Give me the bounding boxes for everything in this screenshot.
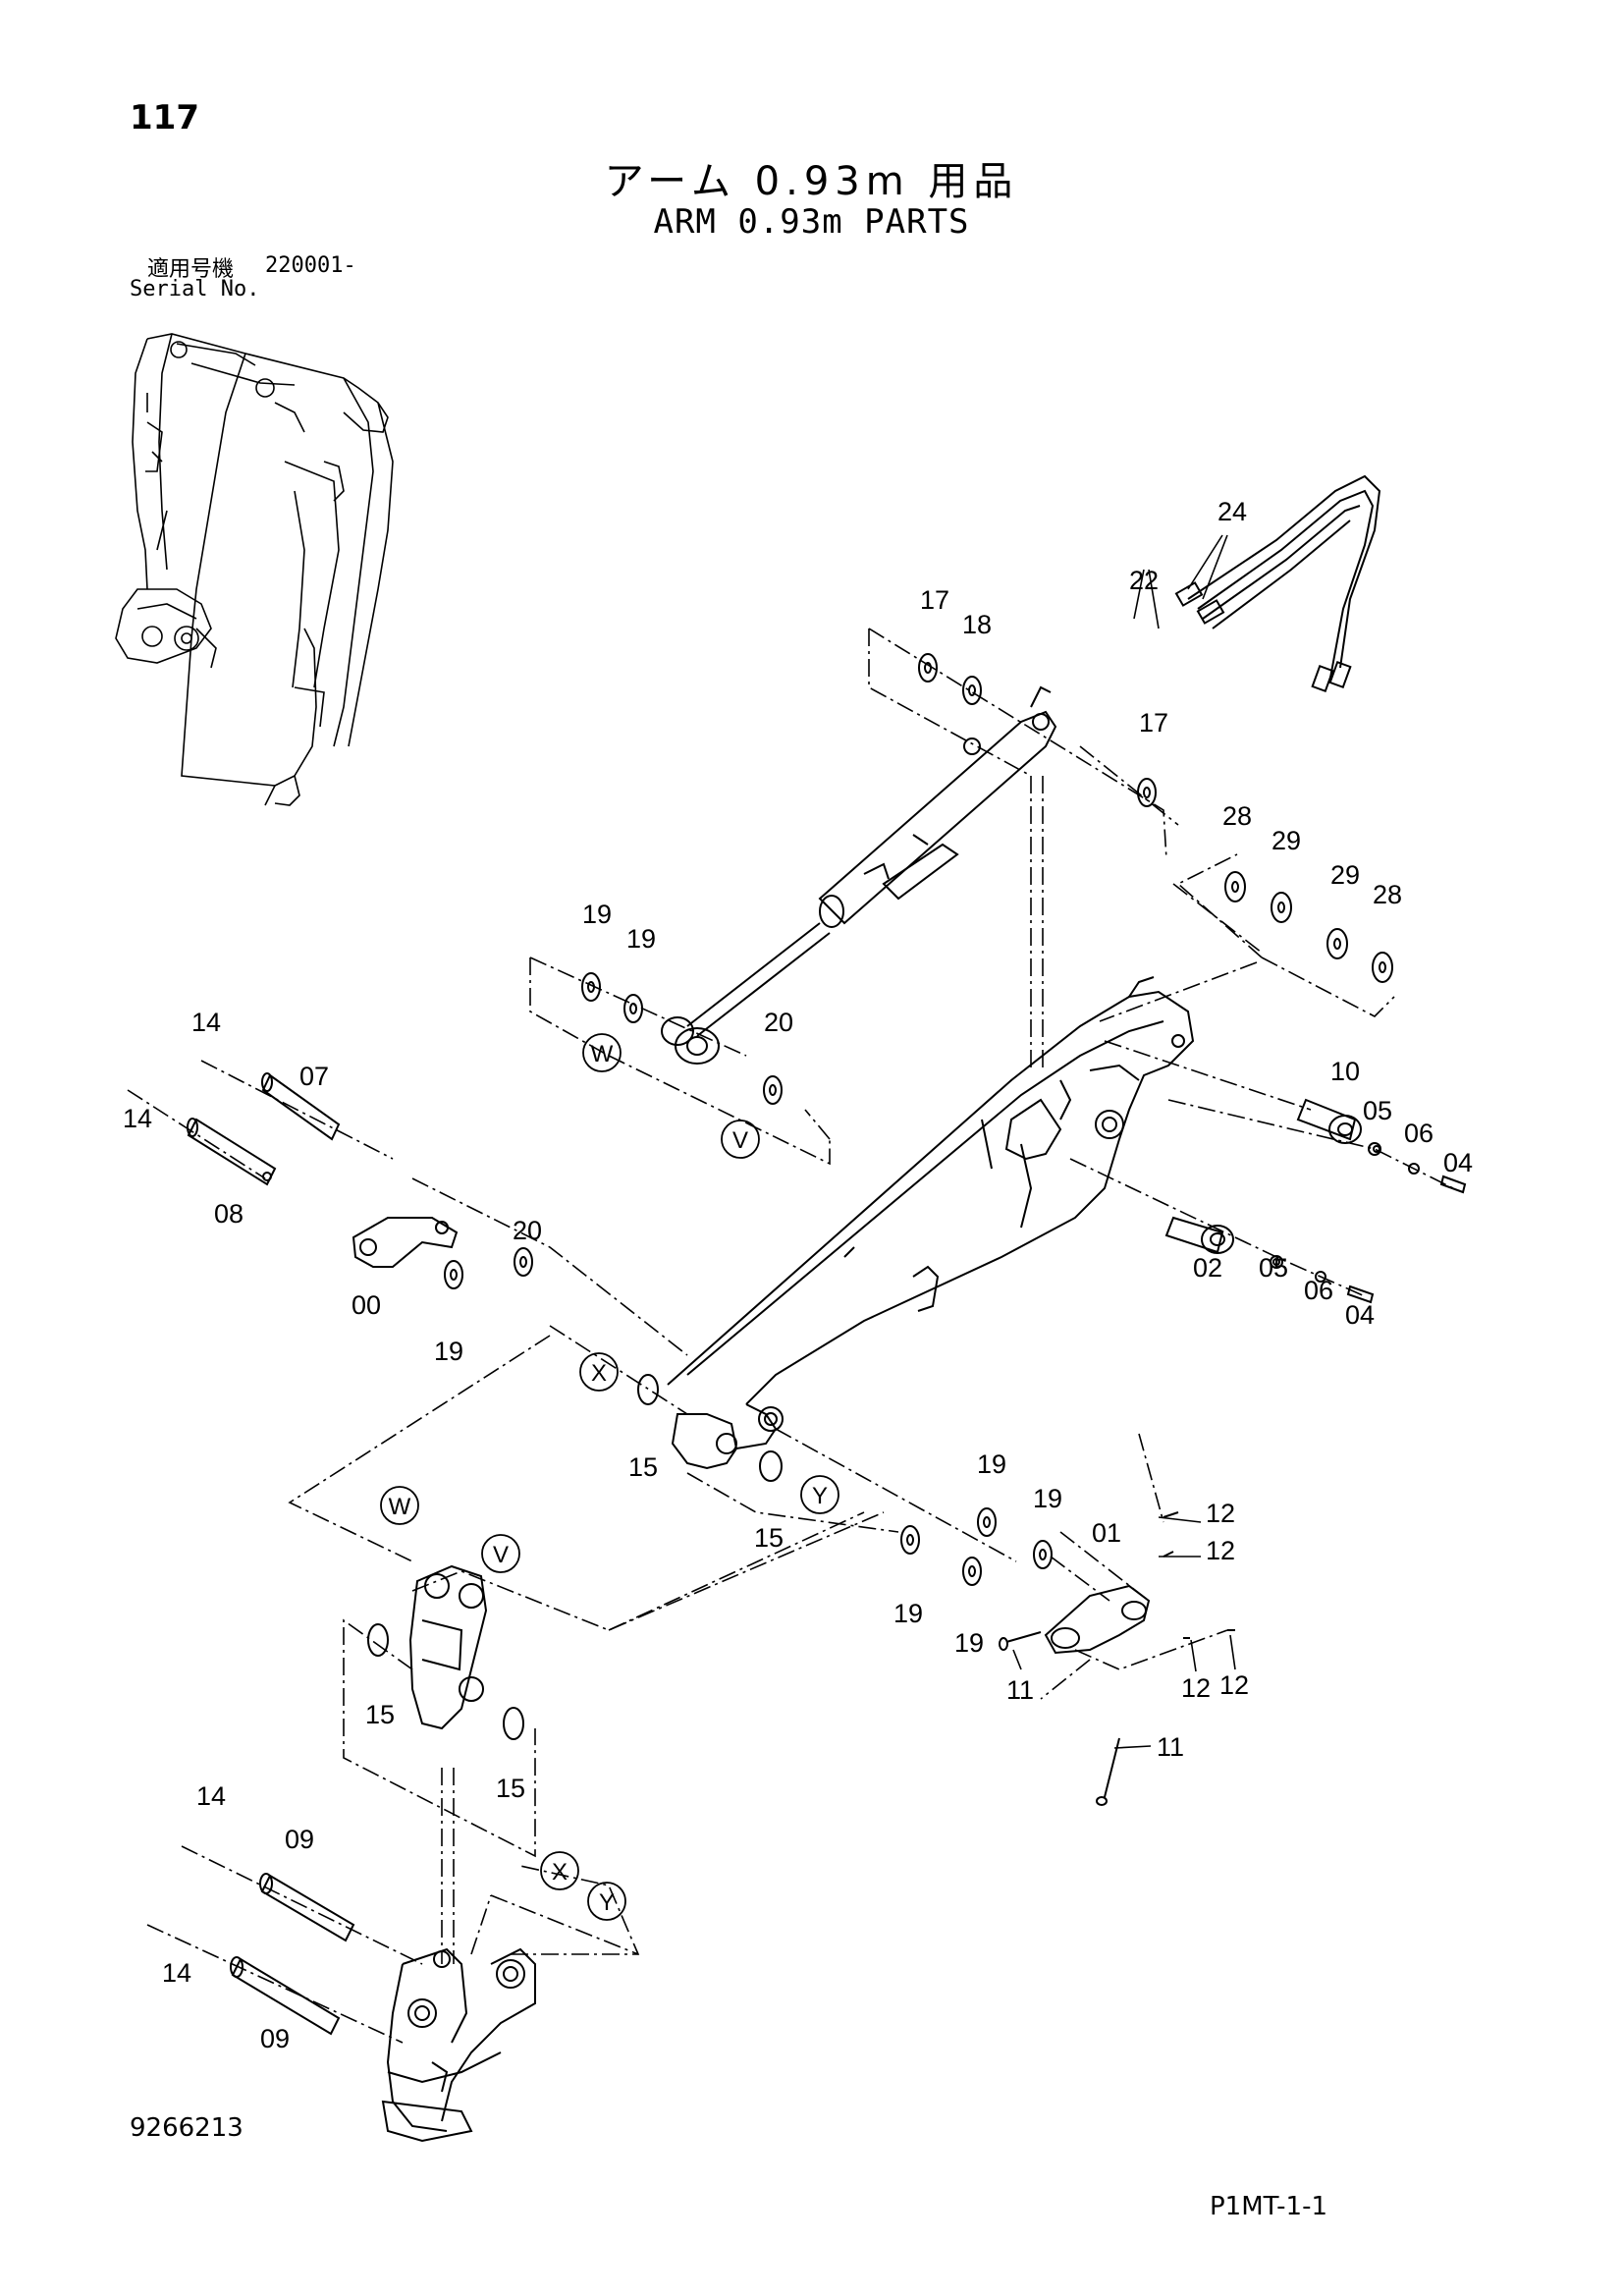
part-label-19: 19 — [626, 924, 656, 954]
part-label-19: 19 — [954, 1628, 984, 1658]
diagram-number: 9266213 — [130, 2113, 243, 2143]
pins-07-08 — [187, 1072, 459, 1268]
ref-letter-x: X — [591, 1360, 607, 1387]
part-label-19: 19 — [434, 1337, 463, 1366]
ref-circle-y — [587, 1882, 626, 1921]
reference-markers — [380, 1033, 839, 1921]
ref-letter-y: Y — [599, 1889, 615, 1916]
part-label-22: 22 — [1129, 566, 1159, 595]
ref-letter-x: X — [552, 1859, 568, 1886]
part-label-29: 29 — [1271, 826, 1301, 855]
part-label-18: 18 — [962, 610, 992, 639]
part-label-15: 15 — [754, 1523, 784, 1553]
part-label-09: 09 — [285, 1825, 314, 1854]
part-labels: 24 22 17 18 17 28 29 29 28 19 19 20 14 0… — [123, 497, 1473, 2053]
part-label-12: 12 — [1219, 1670, 1249, 1700]
part-label-12: 12 — [1206, 1499, 1235, 1528]
part-label-06: 06 — [1404, 1119, 1434, 1148]
bucket-link-bracket — [408, 1564, 488, 1730]
part-label-20: 20 — [513, 1216, 542, 1245]
part-label-15: 15 — [496, 1774, 525, 1803]
ref-letter-v: V — [493, 1542, 509, 1568]
part-label-28: 28 — [1373, 880, 1402, 909]
part-label-17: 17 — [920, 585, 949, 615]
part-label-04: 04 — [1345, 1300, 1375, 1330]
ref-circle-w — [582, 1033, 622, 1072]
part-label-15: 15 — [628, 1452, 658, 1482]
part-label-19: 19 — [1033, 1484, 1062, 1513]
title-english: ARM 0.93m PARTS — [653, 202, 970, 242]
part-label-19: 19 — [582, 900, 612, 929]
part-label-19: 19 — [977, 1449, 1006, 1479]
reference-letters: W V X Y W V X Y — [389, 1041, 828, 1916]
hydraulic-hoses — [1174, 474, 1381, 693]
part-label-14: 14 — [191, 1008, 221, 1037]
leader-lines — [1012, 534, 1236, 1749]
serial-label-japanese: 適用号機 — [147, 257, 235, 282]
part-label-05: 05 — [1259, 1253, 1288, 1283]
ref-circle-x — [579, 1352, 619, 1392]
ref-circle-v — [721, 1120, 760, 1159]
part-label-17: 17 — [1139, 708, 1168, 738]
page-code: P1MT-1-1 — [1210, 2192, 1327, 2221]
serial-label-english: Serial No. — [130, 277, 260, 301]
bottom-coupler — [381, 1947, 536, 2143]
part-label-02: 02 — [1193, 1253, 1222, 1283]
ref-circle-v — [481, 1534, 520, 1573]
part-label-24: 24 — [1217, 497, 1247, 526]
part-label-15: 15 — [365, 1700, 395, 1729]
part-label-20: 20 — [764, 1008, 793, 1037]
part-label-14: 14 — [196, 1781, 226, 1811]
part-label-28: 28 — [1222, 801, 1252, 831]
part-label-06: 06 — [1304, 1276, 1333, 1305]
ref-circle-x — [540, 1851, 579, 1890]
ref-circle-y — [800, 1475, 839, 1514]
overview-thumbnail — [115, 333, 394, 806]
part-label-04: 04 — [1443, 1148, 1473, 1177]
arm-body — [667, 976, 1195, 1470]
part-label-01: 01 — [1092, 1518, 1121, 1548]
part-label-05: 05 — [1363, 1096, 1392, 1125]
serial-code: 220001- — [265, 253, 356, 278]
part-label-10: 10 — [1330, 1057, 1360, 1086]
part-label-19: 19 — [893, 1599, 923, 1628]
part-label-14: 14 — [123, 1104, 152, 1133]
part-label-08: 08 — [214, 1199, 243, 1229]
ref-letter-w: W — [591, 1041, 614, 1067]
page-number: 117 — [130, 98, 199, 137]
ref-circle-w — [380, 1486, 419, 1525]
ref-letter-w: W — [389, 1494, 411, 1520]
ref-letter-y: Y — [812, 1483, 828, 1509]
part-label-00: 00 — [352, 1290, 381, 1320]
part-label-12: 12 — [1181, 1673, 1211, 1703]
part-label-11: 11 — [1006, 1675, 1034, 1705]
part-label-12: 12 — [1206, 1536, 1235, 1565]
pins-09 — [230, 1873, 355, 2036]
part-label-09: 09 — [260, 2024, 290, 2053]
part-label-14: 14 — [162, 1958, 191, 1988]
title-japanese: アーム 0.93m 用品 — [604, 159, 1019, 204]
ref-letter-v: V — [732, 1127, 748, 1154]
part-label-07: 07 — [299, 1062, 329, 1091]
part-label-29: 29 — [1330, 860, 1360, 890]
hydraulic-cylinder — [661, 685, 1057, 1065]
part-label-11: 11 — [1157, 1732, 1184, 1762]
assembly-lines — [127, 628, 1454, 2044]
link-01 — [999, 1511, 1235, 1806]
